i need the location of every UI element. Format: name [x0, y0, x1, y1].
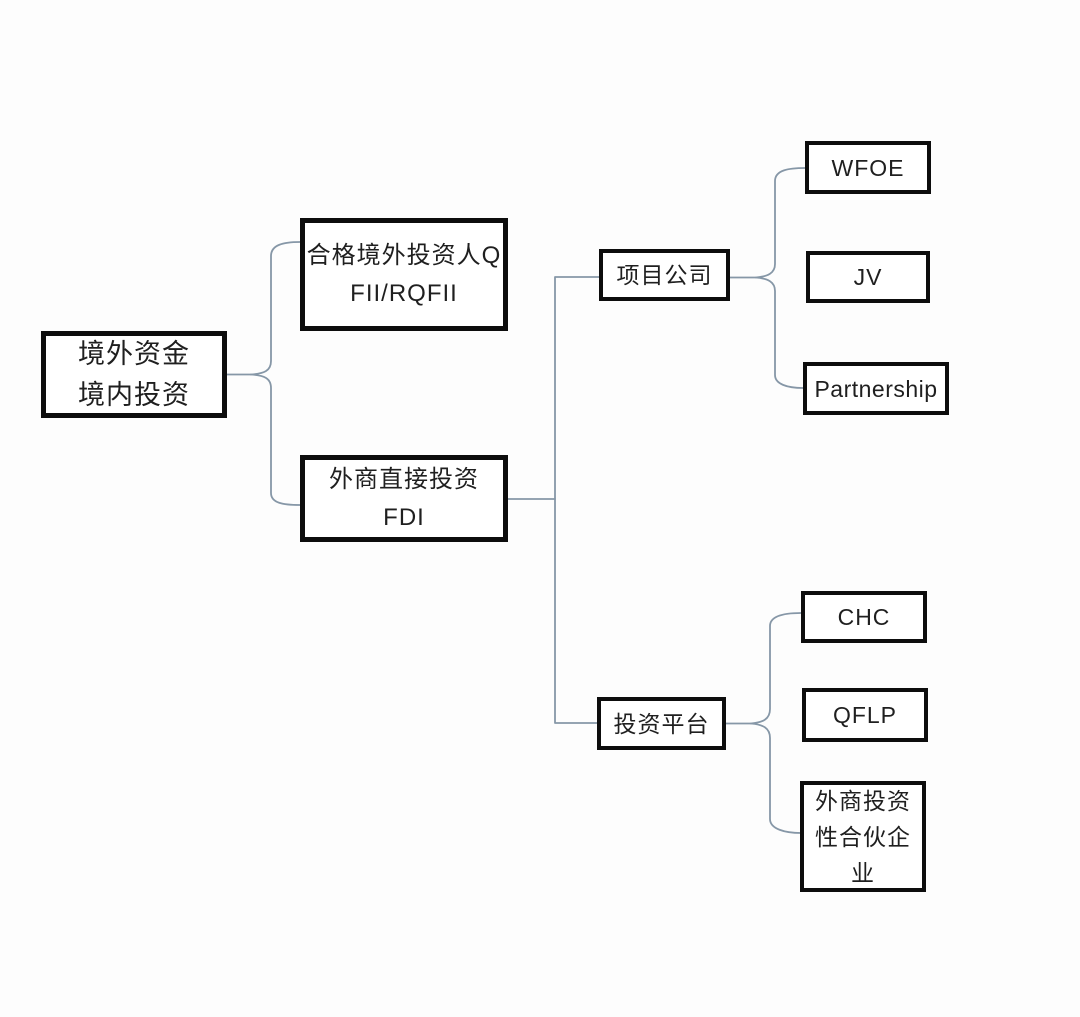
- node-root: 境外资金 境内投资: [41, 331, 227, 418]
- node-chc: CHC: [801, 591, 927, 643]
- node-wfoe: WFOE: [805, 141, 931, 194]
- node-foreign-invested-partnership: 外商投资 性合伙企 业: [800, 781, 926, 892]
- node-qfii: 合格境外投资人Q FII/RQFII: [300, 218, 508, 331]
- edge-project-brace: [755, 167, 806, 389]
- node-investment-platform-label: 投资平台: [613, 710, 710, 737]
- edge-root-brace: [250, 241, 301, 506]
- node-qflp: QFLP: [802, 688, 928, 742]
- node-qflp-label: QFLP: [832, 702, 898, 728]
- node-foreign-invested-partnership-label: 外商投资 性合伙企 业: [815, 787, 911, 886]
- edge-fdi-elbow: [554, 276, 600, 724]
- node-chc-label: CHC: [837, 604, 891, 630]
- node-jv: JV: [806, 251, 930, 303]
- node-investment-platform: 投资平台: [597, 697, 726, 750]
- node-partnership: Partnership: [803, 362, 949, 415]
- edge-platform-brace: [750, 612, 802, 834]
- node-project-company: 项目公司: [599, 249, 730, 301]
- node-fdi: 外商直接投资 FDI: [300, 455, 508, 542]
- node-partnership-label: Partnership: [814, 375, 938, 402]
- node-qfii-label: 合格境外投资人Q FII/RQFII: [306, 241, 502, 307]
- node-fdi-label: 外商直接投资 FDI: [329, 465, 479, 531]
- node-project-company-label: 项目公司: [616, 262, 713, 288]
- node-root-label: 境外资金 境内投资: [78, 338, 190, 410]
- node-jv-label: JV: [853, 264, 883, 290]
- node-wfoe-label: WFOE: [831, 154, 905, 181]
